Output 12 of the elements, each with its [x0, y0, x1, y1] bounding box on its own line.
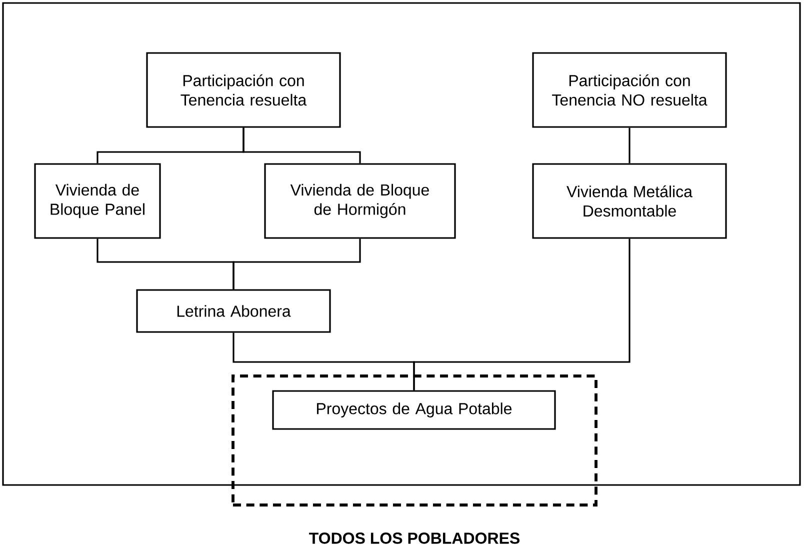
- text-box: Vivienda de Bloque Panel: [34, 163, 161, 239]
- connector-line: [413, 238, 630, 390]
- connector-line: [232, 238, 361, 290]
- node-label: TODOS LOS POBLADORES: [309, 532, 520, 544]
- connector-line: [628, 128, 630, 164]
- text-box: Participación con Tenencia NO resuelta: [532, 52, 727, 128]
- text-box: Letrina Abonera: [136, 289, 331, 333]
- text-box: Proyectos de Agua Potable: [272, 390, 556, 430]
- connector-line: [242, 128, 361, 164]
- text-box: Vivienda de Bloque de Hormigón: [264, 163, 456, 239]
- text-box: Vivienda Metálica Desmontable: [532, 163, 727, 239]
- text-box: Participación con Tenencia resuelta: [146, 52, 341, 128]
